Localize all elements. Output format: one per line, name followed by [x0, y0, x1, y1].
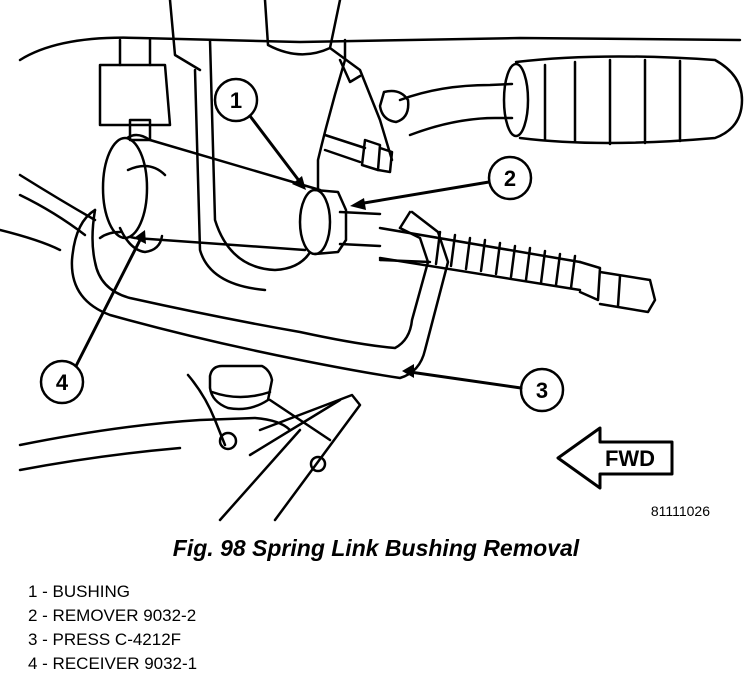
receiver-cup: [101, 118, 322, 254]
legend-item-1: 1 - BUSHING: [28, 582, 131, 601]
callout-circle-4: [39, 359, 85, 405]
arrowhead-4: [134, 230, 146, 244]
figure-id: 81111026: [651, 503, 710, 519]
callout-circle-2: [487, 155, 533, 201]
press-c-clamp: [70, 208, 450, 380]
arrowhead-2: [350, 198, 366, 210]
fwd-label: FWD: [605, 446, 655, 471]
arrowhead-3: [402, 364, 414, 378]
callout-number-3: 3: [536, 378, 548, 403]
fwd-arrow-icon: [556, 426, 674, 490]
vehicle-frame: [0, 0, 742, 522]
callout-circle-1: [213, 77, 259, 123]
leader-line-4: [74, 238, 142, 368]
leader-line-1: [248, 114, 302, 184]
callout-number-2: 2: [504, 166, 516, 191]
legend-item-3: 3 - PRESS C-4212F: [28, 630, 182, 649]
figure-caption: Fig. 98 Spring Link Bushing Removal: [172, 535, 580, 561]
arrowhead-1: [292, 176, 306, 190]
callout-number-4: 4: [56, 370, 69, 395]
callout-legend: 1 - BUSHING 2 - REMOVER 9032-2 3 - PRESS…: [28, 580, 197, 676]
legend-item-2: 2 - REMOVER 9032-2: [28, 606, 197, 625]
remover-bushing: [298, 188, 382, 256]
callout-circle-3: [519, 367, 565, 413]
callout-number-1: 1: [230, 88, 242, 113]
leader-line-2: [356, 180, 491, 206]
threaded-screw: [378, 226, 657, 314]
diagram-illustration: 1 2 3 4 FWD 81111026: [0, 0, 744, 522]
bolt-assembly: [323, 58, 410, 174]
leader-line-3: [408, 370, 523, 390]
legend-item-4: 4 - RECEIVER 9032-1: [28, 654, 198, 673]
control-arm-boot: [398, 55, 744, 146]
